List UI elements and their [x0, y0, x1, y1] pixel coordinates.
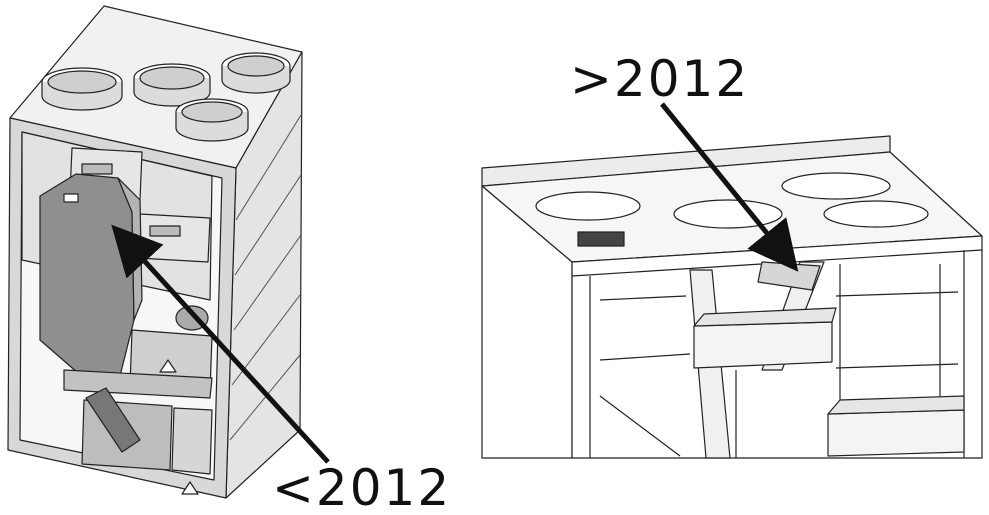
lower-right-panel	[171, 407, 213, 475]
control-connector	[577, 231, 625, 247]
right-lower-box	[827, 409, 965, 457]
drain-pipe	[85, 387, 141, 453]
left-duct-collars	[41, 52, 291, 142]
right-ventilation-unit	[481, 135, 983, 459]
exchanger-sticker	[63, 193, 79, 203]
lower-filter-label	[149, 225, 181, 237]
left-callout-arrow	[111, 224, 330, 464]
right-upper-box-top	[693, 307, 837, 327]
right-lower-box-top	[827, 395, 965, 415]
lower-filter-box	[137, 213, 211, 263]
right-duct-opening-3	[781, 172, 891, 200]
right-callout-label: >2012	[570, 50, 749, 108]
left-ventilation-unit	[7, 5, 303, 499]
right-upper-box	[693, 321, 833, 369]
right-callout-arrow	[660, 102, 799, 272]
right-duct-opening-2	[673, 199, 783, 229]
right-duct-opening-1	[535, 191, 641, 221]
upper-filter-label	[81, 163, 113, 175]
heat-exchanger-core	[39, 173, 135, 381]
warning-triangle-1	[159, 359, 177, 373]
heat-exchanger-side	[117, 177, 143, 321]
left-callout-label: <2012	[272, 459, 451, 515]
right-duct-opening-4	[823, 200, 929, 228]
warning-triangle-2	[181, 481, 199, 495]
